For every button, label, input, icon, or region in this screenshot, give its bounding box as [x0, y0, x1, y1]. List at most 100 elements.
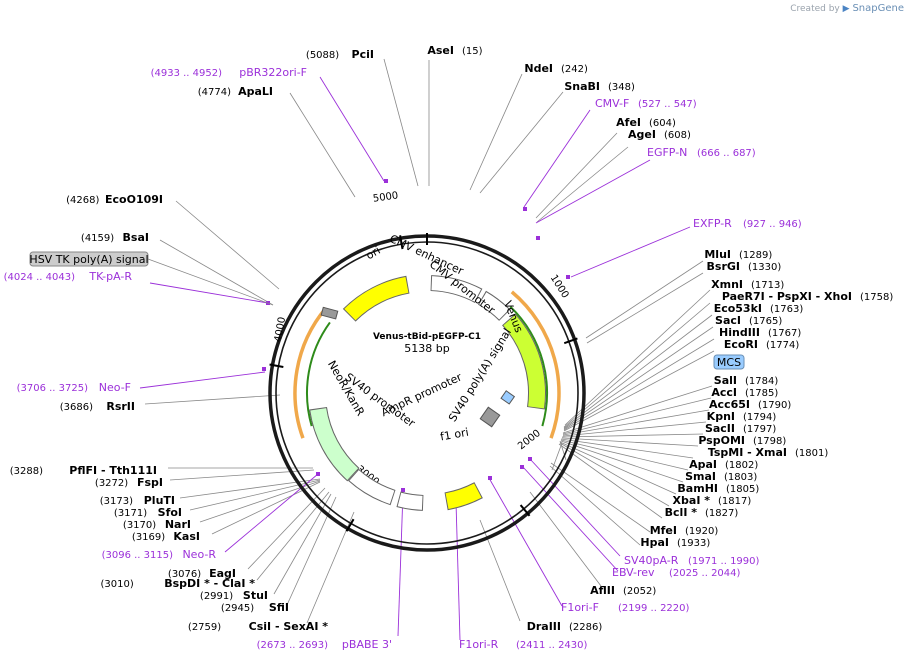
primer-label: F1ori-F: [561, 601, 599, 614]
primer-site-marker: [566, 275, 570, 279]
primer-label: EGFP-N: [647, 146, 687, 159]
enzyme-site-position: (15): [462, 46, 483, 57]
primer-position: (4024 .. 4043): [4, 272, 76, 283]
primer-leader-line: [523, 109, 591, 208]
feature-label: f1 ori: [439, 426, 470, 444]
primer-label: EBV-rev: [612, 566, 655, 579]
primer-label: pBABE 3': [342, 638, 392, 651]
plasmid-length: 5138 bp: [404, 342, 449, 355]
enzyme-leader-line: [564, 289, 711, 426]
primer-leader-line: [139, 371, 266, 389]
enzyme-leader-line: [560, 439, 689, 471]
enzyme-leader-line: [479, 519, 521, 622]
neor-orf-arc: [293, 307, 328, 439]
enzyme-site-label: Acc65I: [709, 398, 750, 411]
enzyme-site-label: ApaI: [689, 458, 717, 471]
primer-site-marker: [488, 476, 492, 480]
enzyme-leader-line: [559, 442, 670, 507]
enzyme-site-label: StuI: [243, 589, 268, 602]
primer-position: (927 .. 946): [743, 219, 802, 230]
enzyme-site-label: PciI: [352, 48, 374, 61]
enzyme-leader-line: [562, 385, 713, 434]
enzyme-site-position: (1798): [753, 436, 786, 447]
plasmid-name: Venus-tBid-pEGFP-C1: [373, 332, 481, 342]
primer-leader-line: [529, 458, 621, 557]
hsv-tk-polya-label: HSV TK poly(A) signal: [29, 253, 148, 266]
enzyme-leader-line: [536, 146, 629, 223]
venus-orf-arc: [510, 290, 561, 439]
enzyme-site-label: AflII: [590, 584, 615, 597]
enzyme-site-label: DraIII: [527, 620, 561, 633]
mcs-region-box: [479, 406, 501, 428]
primer-leader-line: [455, 501, 461, 641]
primer-leader-line: [149, 282, 269, 304]
mcs-label: MCS: [717, 356, 741, 369]
primer-label: TK-pA-R: [88, 270, 132, 283]
enzyme-site-position: (604): [649, 118, 676, 129]
enzyme-site-label: EcoRI: [724, 338, 758, 351]
primer-label: EXFP-R: [693, 217, 732, 230]
enzyme-site-position: (1794): [743, 412, 776, 423]
enzyme-leader-line: [563, 338, 715, 431]
primer-leader-line: [319, 76, 385, 182]
enzyme-leader-line: [586, 272, 704, 344]
enzyme-site-position: (1785): [745, 388, 778, 399]
enzyme-leader-line: [560, 440, 684, 483]
enzyme-site-label: Eco53kI: [714, 302, 762, 315]
enzyme-site-position: (1920): [685, 526, 718, 537]
primer-position: (2411 .. 2430): [516, 640, 588, 651]
enzyme-site-label: PaeR7I - PspXI - XhoI: [722, 290, 852, 303]
primer-label: pBR322ori-F: [239, 66, 307, 79]
enzyme-leader-line: [563, 314, 713, 429]
enzyme-site-label: PflFI - Tth111I: [69, 464, 157, 477]
mcs-callout: MCS: [713, 354, 745, 370]
enzyme-site-position: (242): [561, 64, 588, 75]
enzyme-site-position: (3686): [60, 402, 93, 413]
enzyme-site-label: BsrGI: [707, 260, 740, 273]
enzyme-leader-line: [561, 433, 704, 438]
neor-cds-arc: [306, 321, 331, 427]
enzyme-site-label: HindIII: [719, 326, 760, 339]
enzyme-site-label: MluI: [704, 248, 731, 261]
neor-kanr-arrow: [310, 407, 359, 480]
enzyme-site-label: SfiI: [269, 601, 289, 614]
enzyme-site-label: PspOMI: [698, 434, 745, 447]
ruler-tick: [563, 337, 578, 345]
enzyme-site-position: (1933): [677, 538, 710, 549]
enzyme-site-label: EagI: [209, 567, 236, 580]
enzyme-site-position: (3171): [114, 508, 147, 519]
enzyme-leader-line: [562, 409, 710, 436]
hsv-tk-polya-callout: HSV TK poly(A) signal: [29, 251, 149, 267]
primer-site-marker: [262, 367, 266, 371]
enzyme-site-label: XbaI *: [673, 494, 711, 507]
enzyme-site-position: (4159): [81, 233, 114, 244]
primer-position: (666 .. 687): [697, 148, 756, 159]
enzyme-leader-line: [559, 440, 567, 461]
enzyme-leader-line: [479, 91, 564, 194]
primer-label: SV40pA-R: [624, 554, 679, 567]
primer-position: (3706 .. 3725): [17, 383, 89, 394]
feature-label: ori: [364, 244, 383, 262]
enzyme-site-label: HpaI: [640, 536, 669, 549]
primer-site-marker: [520, 465, 524, 469]
primer-site-marker: [316, 472, 320, 476]
primer-site-marker: [528, 457, 532, 461]
enzyme-site-label: ApaLI: [238, 85, 273, 98]
cmv-enhancer-arrow: [431, 276, 482, 302]
enzyme-site-position: (1774): [766, 340, 799, 351]
enzyme-site-position: (608): [664, 130, 691, 141]
enzyme-leader-line: [551, 442, 563, 471]
primer-leader-line: [570, 226, 691, 278]
enzyme-leader-line: [563, 326, 714, 430]
ruler-label: 5000: [372, 190, 399, 204]
primer-site-marker: [523, 207, 527, 211]
enzyme-leader-line: [144, 394, 281, 405]
credit-brand: SnapGene: [852, 3, 904, 14]
ruler-tick: [345, 518, 355, 532]
enzyme-site-position: (1763): [770, 304, 803, 315]
enzyme-leader-line: [558, 443, 663, 519]
enzyme-site-label: SacII: [705, 422, 735, 435]
enzyme-leader-line: [562, 421, 707, 437]
enzyme-site-position: (4268): [66, 195, 99, 206]
ruler-label: 2000: [516, 428, 543, 452]
